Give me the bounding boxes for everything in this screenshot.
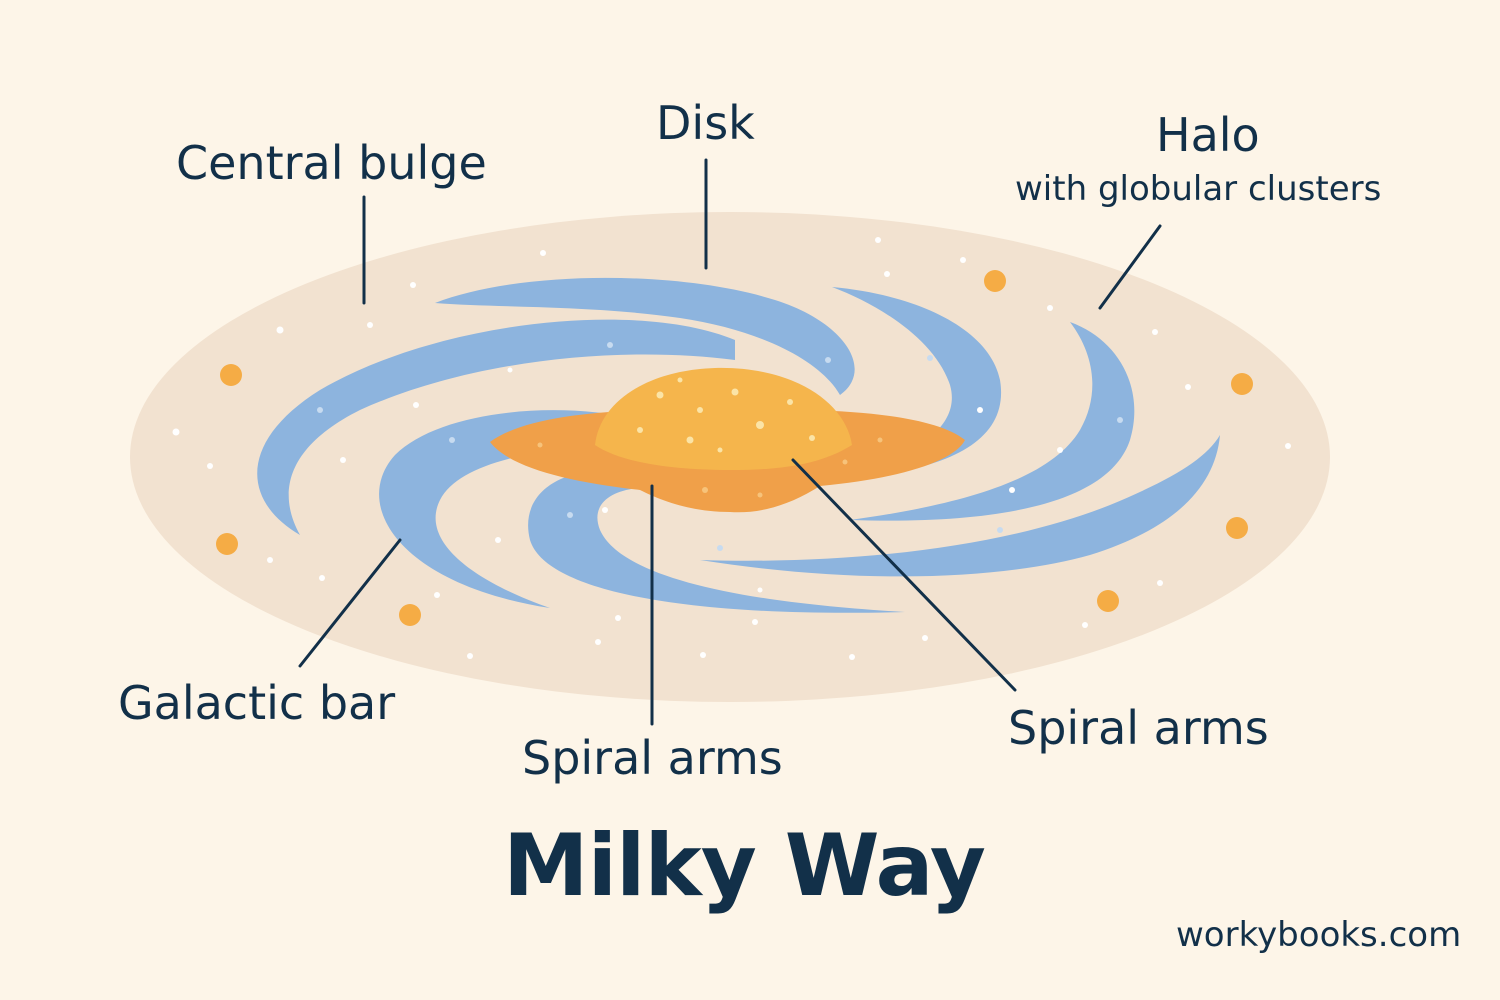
bar-sparkles [537,437,883,498]
globular-cluster [216,533,238,555]
label-disk: Disk [656,96,755,150]
label-halo-note: with globular clusters [1015,169,1382,209]
globular-cluster [1226,517,1248,539]
label-spiral-arms-right: Spiral arms [1008,701,1269,755]
spiral-arm-left-inner [379,410,640,608]
spiral-arm-bottom [528,470,905,613]
label-central-bulge: Central bulge [176,136,487,190]
spiral-arm-top [435,277,855,395]
leader-line-halo [1098,224,1162,310]
bulge-sparkles [637,377,815,453]
disk-stars [172,237,1291,660]
footer-credit: workybooks.com [1176,915,1462,955]
label-spiral-arms-center: Spiral arms [522,731,783,785]
globular-clusters [216,270,1253,626]
label-halo: Halo [1156,108,1260,162]
leader-line-galactic-bar [298,538,402,668]
spiral-arms [257,277,1220,613]
spiral-arm-far-left [257,319,735,535]
leader-line-spiral-arms-right [791,458,1017,692]
globular-cluster [984,270,1006,292]
globular-cluster [1231,373,1253,395]
label-galactic-bar: Galactic bar [118,676,396,730]
globular-cluster [220,364,242,386]
leader-lines [298,158,1162,726]
spiral-arm-right-middle [850,322,1135,521]
globular-cluster [399,604,421,626]
arm-stars [317,342,1123,551]
spiral-arm-right-top [832,287,1002,478]
spiral-arm-right-outer [700,435,1220,577]
diagram-title: Milky Way [503,816,986,916]
globular-cluster [1097,590,1119,612]
